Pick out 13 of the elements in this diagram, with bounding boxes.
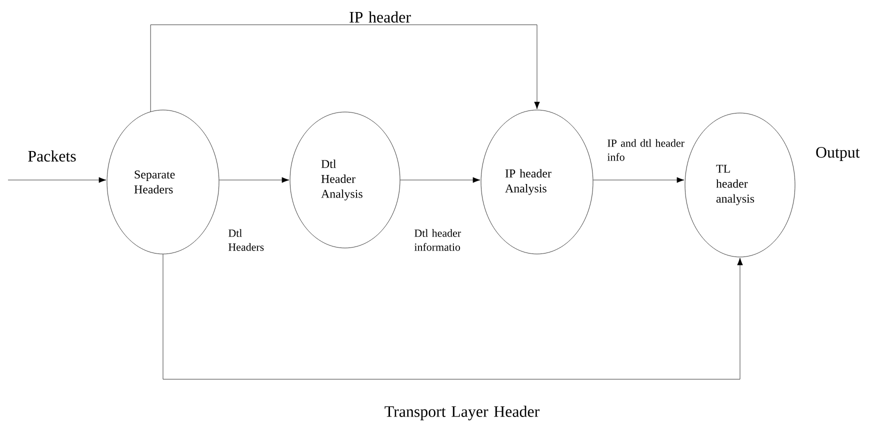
edge-label: Transport Layer Header bbox=[384, 406, 540, 420]
arrow bbox=[593, 177, 684, 183]
arrow bbox=[150, 24, 540, 112]
edge-label: Dtl header informatio bbox=[414, 229, 461, 251]
output-label: Output bbox=[816, 147, 860, 161]
edge-label: Packets bbox=[28, 150, 76, 162]
arrow bbox=[400, 177, 480, 183]
arrow bbox=[8, 177, 106, 183]
edge-label: Dtl Headers bbox=[228, 229, 264, 251]
edge-label: IP header bbox=[350, 11, 411, 23]
edge-label: IP and dtl header info bbox=[607, 139, 684, 161]
arrow bbox=[162, 254, 743, 380]
arrow bbox=[219, 177, 290, 183]
